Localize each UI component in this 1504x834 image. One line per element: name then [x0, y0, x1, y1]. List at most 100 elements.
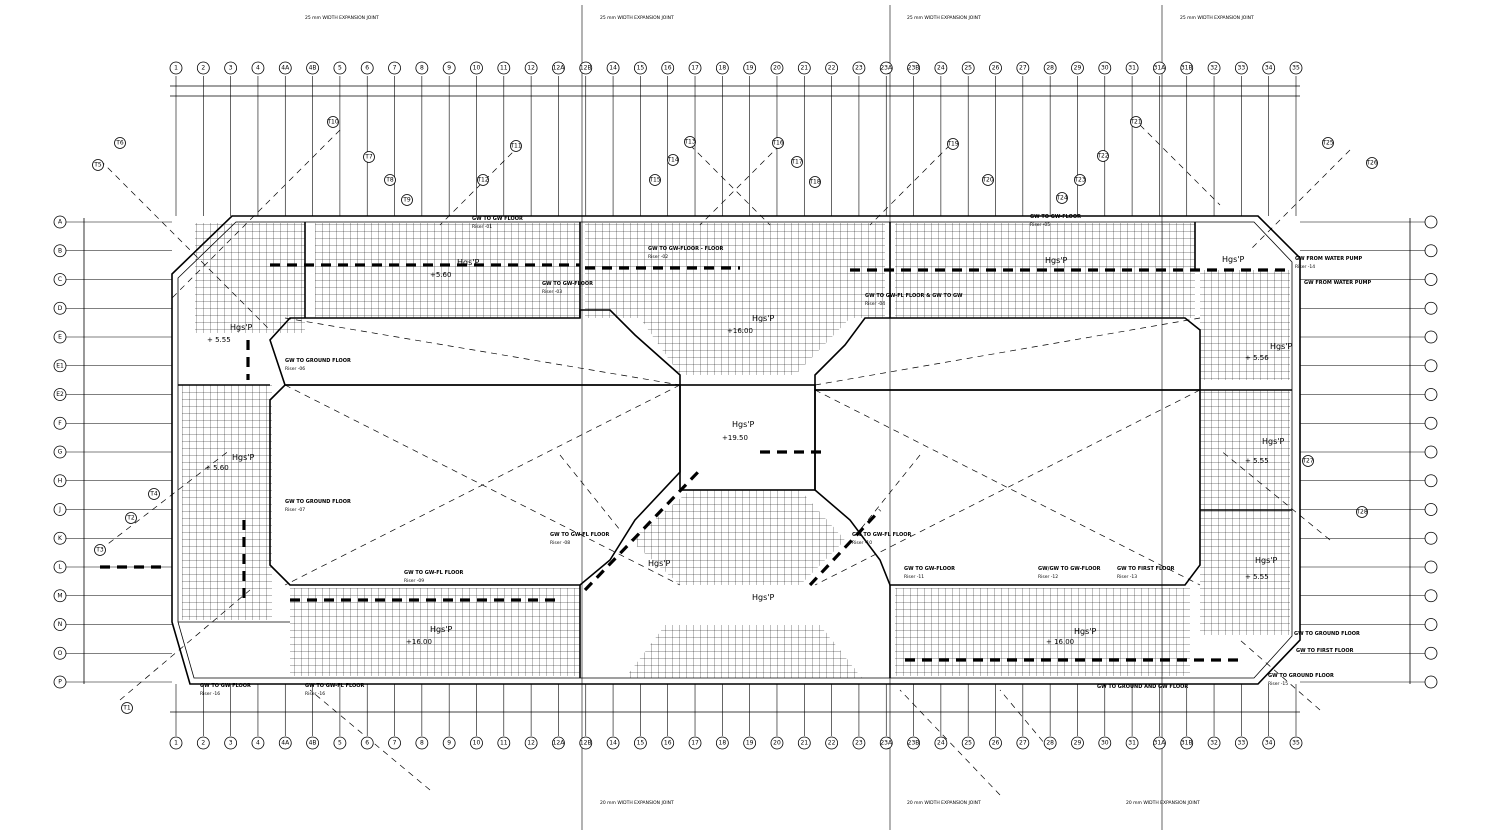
hatched-zones [182, 223, 1290, 678]
svg-text:F: F [58, 420, 62, 427]
axis-bubble-bottom: 27 [1016, 736, 1030, 750]
svg-text:22: 22 [828, 65, 836, 72]
tag-bubbles: T1T2T3T4T5T6T7T8T9T10T11T12T13T14T15T16T… [92, 116, 1378, 714]
hgs-label: Hgs'P [1074, 627, 1096, 636]
tag-bubble: T4 [148, 488, 160, 500]
axis-bubble-left: K [53, 531, 67, 545]
svg-text:31: 31 [1128, 740, 1136, 747]
svg-text:12: 12 [527, 740, 535, 747]
svg-text:3: 3 [229, 65, 233, 72]
svg-text:T10: T10 [326, 119, 338, 126]
axis-bubble-left: O [53, 646, 67, 660]
axis-bubble-top: 24 [934, 61, 948, 75]
axis-bubble-bottom: 25 [961, 736, 975, 750]
axis-bubble-bottom: 32 [1207, 736, 1221, 750]
level-mark: +16.00 [727, 327, 753, 335]
axis-bubble-bottom: 31 [1125, 736, 1139, 750]
hgs-label: Hgs'P [1270, 342, 1292, 351]
svg-text:Riser -06: Riser -06 [285, 366, 305, 372]
svg-text:T28: T28 [1355, 509, 1367, 516]
axis-bubble-bottom: 28 [1043, 736, 1057, 750]
riser-note: GW TO GW FLOOR Riser -01 [472, 216, 523, 230]
axis-bubble-top: 35 [1289, 61, 1303, 75]
axis-bubble-top: 32 [1207, 61, 1221, 75]
axis-bubble-left: C [53, 273, 67, 286]
axis-bubble-left: L [53, 560, 67, 574]
level-mark: + 5.60 [205, 464, 229, 472]
axis-bubble-top: 4A [278, 61, 292, 75]
hgs-label: Hgs'P [752, 593, 774, 602]
axis-bubble-bottom: 23A [879, 736, 893, 750]
svg-text:E1: E1 [56, 362, 64, 369]
axis-bubble-bottom: 15 [633, 736, 647, 750]
dimension-lines [83, 85, 1411, 713]
axis-bubble-top: 31 [1125, 61, 1139, 75]
axis-bubble-left: D [53, 301, 67, 315]
svg-text:G: G [58, 449, 63, 456]
axis-bubble-bottom: 31B [1180, 736, 1194, 750]
axis-bubble-bottom: 20 [770, 736, 784, 750]
svg-text:GW TO GW-FL FLOOR: GW TO GW-FL FLOOR [550, 532, 609, 538]
axis-bubble-top: 12B [579, 61, 593, 75]
svg-text:12A: 12A [553, 65, 566, 72]
axis-bubble-bottom: 14 [606, 736, 620, 750]
tag-bubble: T23 [1073, 174, 1086, 186]
axis-bubble-top: 31A [1153, 61, 1167, 75]
svg-text:30: 30 [1101, 65, 1109, 72]
svg-text:31A: 31A [1154, 65, 1167, 72]
axis-bubble-right [1424, 330, 1438, 344]
svg-text:GW TO GROUND AND GW FLOOR: GW TO GROUND AND GW FLOOR [1097, 684, 1188, 690]
level-mark: +16.00 [406, 638, 432, 646]
svg-text:10: 10 [473, 65, 481, 72]
svg-text:N: N [58, 621, 63, 628]
svg-text:27: 27 [1019, 65, 1027, 72]
tag-bubble: T7 [363, 151, 375, 163]
axis-bubble-top: 23A [879, 61, 893, 75]
axis-bubble-top: 9 [442, 61, 456, 75]
tag-bubble: T22 [1096, 150, 1109, 162]
svg-text:Riser -01: Riser -01 [472, 224, 492, 230]
svg-text:23B: 23B [908, 65, 920, 72]
axis-bubble-top: 31B [1180, 61, 1194, 75]
svg-text:E: E [58, 334, 62, 341]
svg-text:Riser -11: Riser -11 [904, 574, 924, 580]
svg-text:T11: T11 [509, 143, 521, 150]
tag-bubble: T18 [808, 176, 821, 188]
svg-text:P: P [58, 679, 62, 686]
svg-text:GW TO GW-FL FLOOR: GW TO GW-FL FLOOR [404, 570, 463, 576]
axis-bubble-bottom: 6 [360, 736, 374, 750]
svg-text:GW TO GW FLOOR: GW TO GW FLOOR [472, 216, 523, 222]
axis-bubble-left: N [53, 618, 67, 631]
axis-bubble-left: J [53, 503, 67, 516]
svg-text:30: 30 [1101, 740, 1109, 747]
axis-bubble-bottom: 7 [388, 736, 401, 750]
tag-bubble: T26 [1365, 157, 1378, 169]
expansion-joint-label: 20 mm WIDTH EXPANSION JOINT [600, 800, 674, 806]
axis-bubble-right [1424, 301, 1438, 315]
axis-bubble-top: 2 [196, 61, 210, 75]
svg-text:GW FROM WATER PUMP: GW FROM WATER PUMP [1295, 256, 1362, 262]
svg-text:26: 26 [992, 65, 1000, 72]
svg-text:29: 29 [1074, 65, 1082, 72]
expansion-joint-label: 20 mm WIDTH EXPANSION JOINT [1126, 800, 1200, 806]
svg-text:GW TO GW FLOOR: GW TO GW FLOOR [200, 683, 251, 689]
axis-bubble-right [1424, 531, 1438, 545]
hgs-label: Hgs'P [230, 323, 252, 332]
svg-text:23A: 23A [880, 65, 893, 72]
svg-text:23B: 23B [908, 740, 920, 747]
svg-text:16: 16 [664, 740, 672, 747]
axis-bubble-bottom: 3 [224, 736, 238, 750]
axis-bubble-top: 15 [633, 61, 647, 75]
svg-text:T19: T19 [946, 141, 958, 148]
tag-bubble: T9 [401, 194, 413, 206]
riser-note: GW TO FIRST FLOOR [1296, 648, 1354, 654]
axis-bubble-left: A [53, 215, 67, 229]
